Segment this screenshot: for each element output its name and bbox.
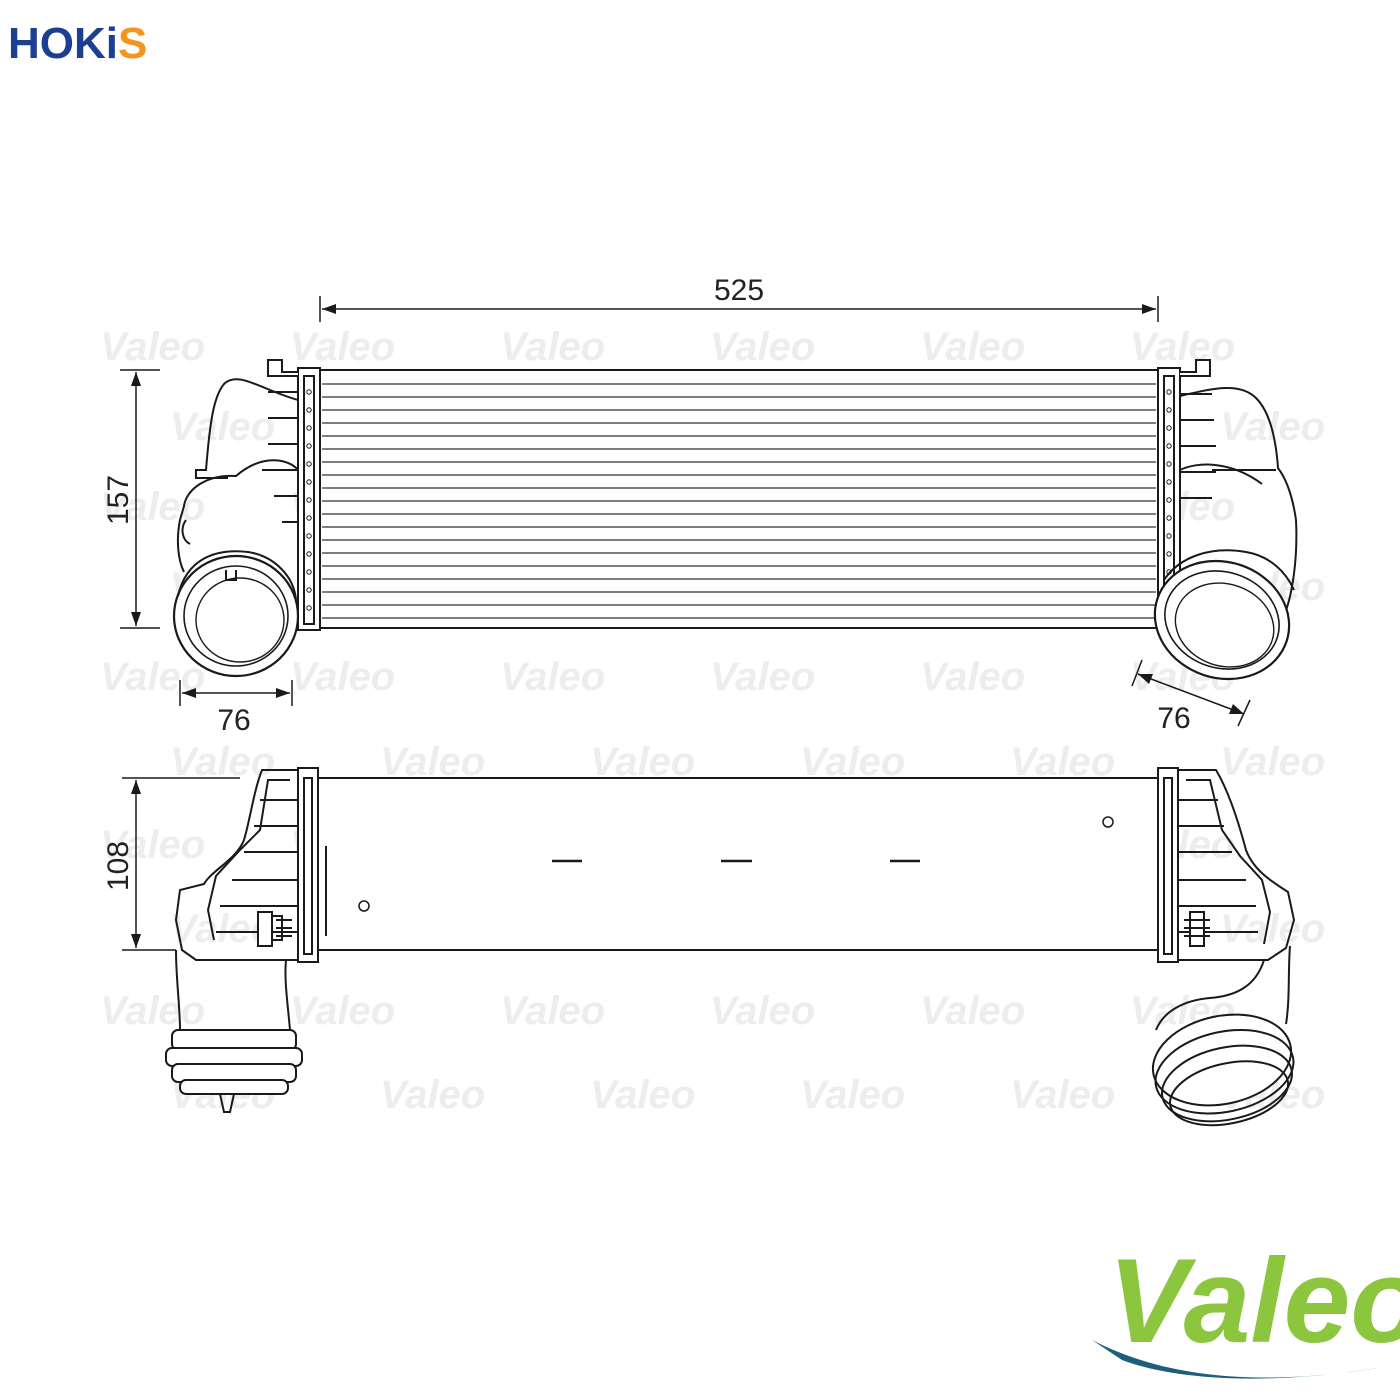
rivet — [306, 461, 312, 467]
valeo-watermark: Valeo — [290, 325, 395, 369]
valeo-watermark: Valeo — [920, 655, 1025, 699]
valeo-watermark: Valeo — [290, 989, 395, 1033]
rivet — [306, 605, 312, 611]
valeo-watermark: Valeo — [170, 405, 275, 449]
cooling-fins — [322, 383, 1156, 619]
rivet — [306, 407, 312, 413]
valeo-watermark: Valeo — [1220, 740, 1325, 784]
valeo-watermark: Valeo — [590, 1073, 695, 1117]
rivet — [306, 533, 312, 539]
valeo-watermark: Valeo — [1130, 325, 1235, 369]
valeo-watermark: Valeo — [500, 989, 605, 1033]
rivet — [306, 569, 312, 575]
valeo-watermark: Valeo — [710, 989, 815, 1033]
valeo-logo-text: Valeo — [1108, 1234, 1400, 1368]
valeo-watermark: Valeo — [710, 655, 815, 699]
valeo-watermark: Valeo — [1010, 740, 1115, 784]
rivet — [1166, 407, 1172, 413]
valeo-watermark: Valeo — [1010, 1073, 1115, 1117]
valeo-watermark: Valeo — [710, 325, 815, 369]
top-dimensions — [122, 777, 240, 951]
dim-length-label: 525 — [714, 274, 764, 307]
left-tank-rivets — [306, 389, 312, 611]
valeo-logo: Valeo — [1092, 1234, 1400, 1379]
front-dimensions — [120, 296, 1251, 727]
top-core-body — [317, 777, 1159, 951]
valeo-watermark: Valeo — [800, 1073, 905, 1117]
valeo-watermark: Valeo — [100, 823, 205, 867]
left-tank — [172, 359, 321, 678]
valeo-watermark: Valeo — [590, 740, 695, 784]
valeo-watermark: Valeo — [920, 325, 1025, 369]
valeo-watermark: Valeo — [920, 989, 1025, 1033]
top-right-tank — [1151, 767, 1296, 1127]
valeo-watermark: Valeo — [800, 740, 905, 784]
core-body — [317, 369, 1159, 629]
rivet — [1166, 515, 1172, 521]
valeo-watermark: Valeo — [380, 1073, 485, 1117]
valeo-watermark: Valeo — [500, 325, 605, 369]
rivet — [1166, 425, 1172, 431]
valeo-watermark: Valeo — [100, 989, 205, 1033]
rivet — [1166, 497, 1172, 503]
valeo-watermark: Valeo — [290, 655, 395, 699]
left-inlet-inner — [183, 565, 289, 667]
rivet — [306, 443, 312, 449]
rivet — [306, 479, 312, 485]
rivet — [306, 587, 312, 593]
valeo-swoosh-icon — [1092, 1340, 1390, 1379]
right-inlet-inner — [1164, 570, 1280, 670]
rivet — [306, 425, 312, 431]
valeo-watermark: Valeo — [100, 325, 205, 369]
hokis-logo-main: HOKi — [8, 19, 118, 68]
dim-height-label: 157 — [102, 475, 135, 525]
valeo-watermark: Valeo — [1220, 405, 1325, 449]
hokis-logo-accent: S — [118, 19, 147, 68]
dim-inlet-left-label: 76 — [217, 704, 250, 737]
top-left-tank — [165, 767, 327, 1113]
rivet — [306, 389, 312, 395]
valeo-watermark: Valeo — [100, 485, 205, 529]
rivet — [306, 515, 312, 521]
rivet — [306, 497, 312, 503]
valeo-watermark: Valeo — [500, 655, 605, 699]
rivet — [1166, 443, 1172, 449]
front-view — [172, 359, 1298, 681]
rivet — [1166, 551, 1172, 557]
rivet — [306, 551, 312, 557]
rivet — [1166, 389, 1172, 395]
valeo-watermark: Valeo — [1220, 907, 1325, 951]
valeo-watermark: Valeo — [170, 740, 275, 784]
valeo-watermark: Valeo — [380, 740, 485, 784]
top-view — [165, 767, 1296, 1127]
dim-depth-label: 108 — [102, 841, 135, 891]
rivet — [1166, 479, 1172, 485]
hokis-logo: HOKiS — [8, 19, 147, 68]
dim-inlet-right-label: 76 — [1157, 702, 1190, 735]
right-tank — [1153, 359, 1298, 681]
rivet — [1166, 533, 1172, 539]
rivet — [1166, 461, 1172, 467]
